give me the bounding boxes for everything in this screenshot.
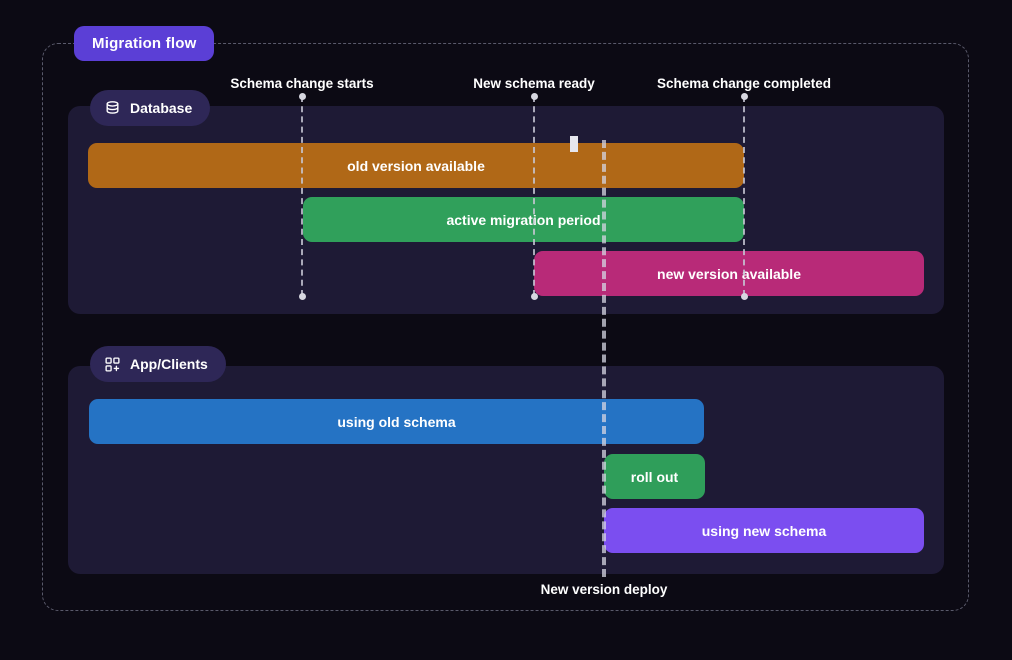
milestone-dot-bottom: [530, 292, 538, 300]
bar-label: old version available: [347, 157, 485, 174]
milestone-schema-change-completed: Schema change completed: [657, 76, 831, 300]
grid-plus-icon: [104, 356, 121, 373]
milestone-dot-bottom: [298, 292, 306, 300]
deploy-dot-bottom: [570, 144, 578, 152]
milestone-dashed-line: [743, 96, 745, 296]
milestone-new-schema-ready: New schema ready: [473, 76, 595, 300]
milestone-dot-top: [530, 92, 538, 100]
milestone-dot-bottom: [740, 292, 748, 300]
milestone-label: Schema change starts: [230, 76, 374, 91]
deploy-marker-label: New version deploy: [540, 582, 668, 597]
bar-old-version-available[interactable]: old version available: [88, 143, 744, 188]
bar-label: using old schema: [337, 413, 456, 430]
milestone-dot-top: [740, 92, 748, 100]
lane-badge-app-clients-label: App/Clients: [130, 356, 208, 372]
outer-dashed-frame: [42, 43, 969, 611]
milestone-dashed-line: [533, 96, 535, 296]
deploy-marker: [570, 136, 634, 577]
lane-badge-app-clients: App/Clients: [90, 346, 226, 382]
milestone-schema-change-starts: Schema change starts: [230, 76, 374, 300]
database-icon: [104, 100, 121, 117]
lane-badge-database: Database: [90, 90, 211, 126]
migration-flow-badge: Migration flow: [74, 26, 215, 61]
migration-flow-label: Migration flow: [92, 35, 197, 52]
milestone-dashed-line: [301, 96, 303, 296]
deploy-dot-top: [570, 136, 578, 144]
milestone-label: Schema change completed: [656, 76, 832, 91]
bar-label: roll out: [630, 468, 679, 485]
milestone-dot-top: [298, 92, 306, 100]
bar-label: using new schema: [701, 522, 827, 539]
lane-badge-database-label: Database: [130, 100, 193, 116]
milestone-label: New schema ready: [473, 76, 595, 91]
bar-using-new-schema[interactable]: using new schema: [604, 508, 924, 553]
deploy-dashed-line: [602, 140, 606, 577]
